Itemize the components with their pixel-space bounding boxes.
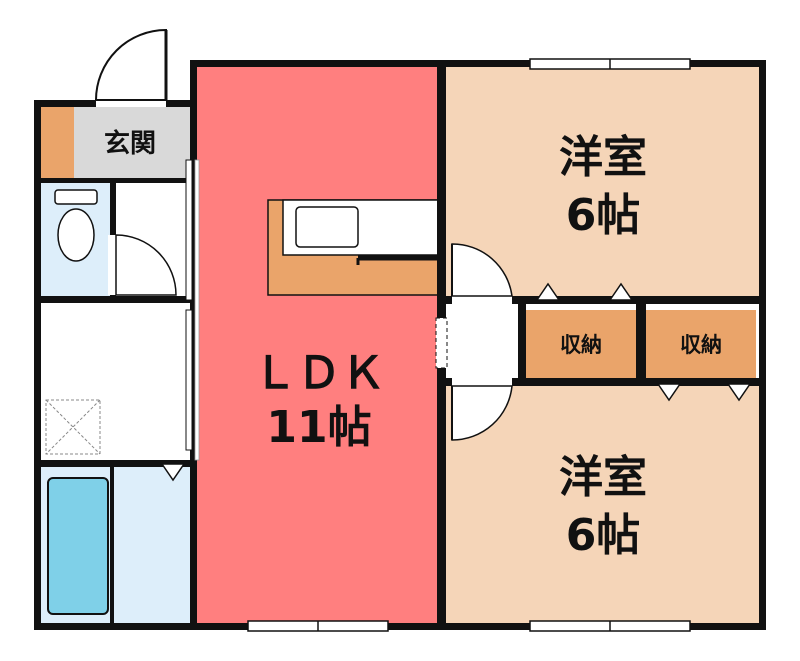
- corridor-partition: [185, 159, 200, 461]
- front-door: [94, 28, 168, 107]
- bedroom-bottom-floor: [444, 382, 760, 624]
- toilet-tank: [54, 189, 98, 205]
- hall-floor: [444, 300, 522, 382]
- bedroom-bottom-label-line2: 6帖: [566, 510, 641, 561]
- ldk-label-line2: 11帖: [266, 402, 371, 453]
- bedroom-bottom-label-line1: 洋室: [559, 452, 647, 503]
- washing-machine-space: [45, 399, 101, 455]
- toilet-bowl: [57, 208, 95, 262]
- storage-left-label: 収納: [560, 333, 602, 357]
- windows: [247, 58, 691, 632]
- entrance-label: 玄関: [104, 128, 156, 159]
- storage-left-floor: [526, 310, 636, 378]
- bedroom-bottom-door: [451, 376, 513, 441]
- bedroom-top-label-line2: 6帖: [566, 190, 641, 241]
- storage-right-floor: [646, 310, 756, 378]
- storage-right-label: 収納: [680, 333, 722, 357]
- entrance-floor: [74, 106, 190, 178]
- entrance-step: [40, 106, 74, 178]
- ldk-label-line1: ＬＤＫ: [253, 348, 385, 399]
- closet-door-marks: [160, 282, 752, 482]
- bedroom-top-floor: [444, 66, 760, 300]
- bedroom-top-label-line1: 洋室: [559, 132, 647, 183]
- bathtub: [47, 477, 109, 615]
- kitchen-sink: [295, 206, 359, 248]
- ldk-hall-opening: [435, 317, 448, 369]
- ldk-floor: [197, 66, 442, 624]
- toilet-door: [108, 234, 177, 296]
- bedroom-top-door: [451, 243, 513, 306]
